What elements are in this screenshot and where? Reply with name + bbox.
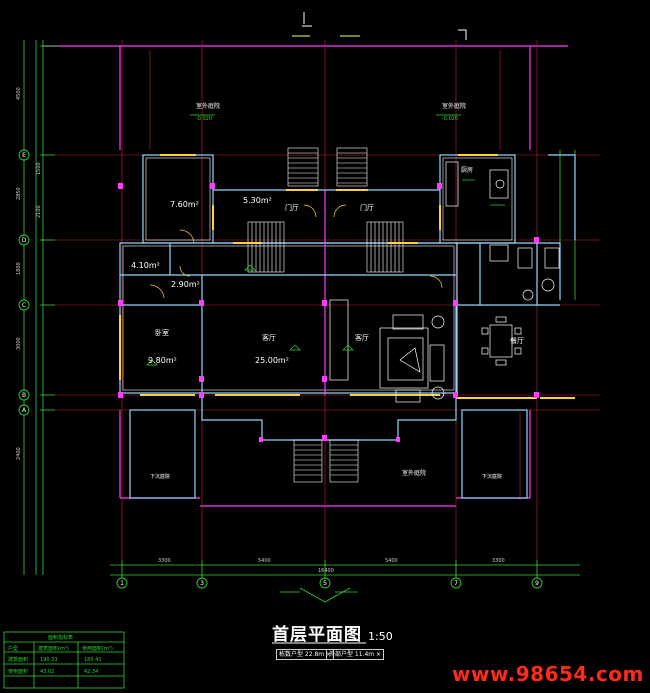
label-dining: 餐厅 [510, 336, 524, 345]
svg-text:2100: 2100 [36, 205, 42, 218]
windows [119, 154, 575, 399]
label-room-b: 4.10m² [131, 261, 160, 270]
axis-bubbles-bottom [116, 577, 543, 589]
label-door-right: 门厅 [360, 203, 374, 212]
svg-text:1800: 1800 [16, 262, 22, 275]
svg-text:16400: 16400 [318, 568, 334, 574]
legend-r2c1: 43.02 [40, 669, 54, 675]
sub-yard-top-right: -0.020 [442, 116, 458, 122]
dimension-bottom [110, 150, 580, 580]
svg-text:3000: 3000 [16, 337, 22, 350]
dim-1-3: 3300 [158, 558, 171, 564]
label-living-left: 客厅 [262, 333, 276, 342]
room-labels: 室外庭院 -0.020 室外庭院 -0.020 7.60m² 5.30m² 门厅… [131, 102, 524, 480]
info-left: 栋数户型 22.8m × [276, 649, 335, 660]
sub-bedroom: 9.80m² [148, 356, 177, 365]
legend-h1: 建筑面积(m²) [38, 645, 69, 652]
label-yard-top-right: 室外庭院 [442, 102, 466, 110]
label-kitchen: 厨房 [461, 166, 473, 174]
watermark-text: www.98654.com [452, 662, 644, 686]
legend-r1c0: 建筑面积 [8, 656, 28, 663]
area-legend-text: 面积指标表 户型 建筑面积(m²) 使用面积(m²) 建筑面积 190.33 1… [8, 634, 113, 675]
area-legend-table [3, 631, 125, 689]
stairs [247, 147, 404, 483]
axis-label-e: E [22, 152, 26, 159]
label-yard-bottom: 室外庭院 [402, 469, 426, 477]
doors [149, 204, 443, 299]
axis-label-1: 1 [120, 580, 124, 587]
legend-r2c0: 使用面积 [8, 668, 28, 675]
axis-label-7: 7 [454, 580, 458, 587]
label-room-a: 7.60m² [170, 200, 199, 209]
drawing-scale: 1:50 [368, 630, 393, 643]
label-bedroom: 卧室 [155, 328, 169, 337]
legend-h0: 户型 [8, 645, 18, 652]
info-right: 外部户型 11.4m × [326, 649, 385, 660]
dim-text: 3300 5400 5400 3300 16400 4500 2850 1800… [16, 87, 505, 574]
label-door-left: 门厅 [285, 203, 299, 212]
axis-labels-left: E D C B A [22, 152, 27, 414]
legend-r1c2: 180.41 [84, 657, 102, 663]
svg-text:1500: 1500 [36, 162, 42, 175]
axis-grid [43, 40, 600, 578]
axis-label-a: A [22, 407, 27, 414]
legend-r2c2: 42.34 [84, 669, 98, 675]
furniture [329, 161, 560, 403]
axis-label-5: 5 [323, 580, 327, 587]
north-mark [292, 12, 467, 40]
svg-text:4500: 4500 [16, 87, 22, 100]
svg-text:2400: 2400 [16, 447, 22, 460]
dimension-left [23, 40, 60, 575]
drawing-title: 首层平面图 [272, 625, 362, 645]
legend-title: 面积指标表 [48, 634, 73, 641]
label-garage-left: 下沉庭院 [150, 473, 170, 480]
dim-7-9: 3300 [492, 558, 505, 564]
bottom-markers [280, 587, 358, 603]
sub-yard-top-left: -0.020 [196, 116, 212, 122]
legend-h2: 使用面积(m²) [82, 645, 113, 652]
axis-labels-bottom: 1 3 5 7 9 [120, 580, 539, 587]
axis-label-9: 9 [535, 580, 539, 587]
label-room-c: 2.90m² [171, 280, 200, 289]
legend-r1c1: 190.33 [40, 657, 58, 663]
label-living-right: 客厅 [355, 333, 369, 342]
svg-text:2850: 2850 [16, 187, 22, 200]
axis-label-c: C [22, 302, 26, 309]
dim-5-7: 5400 [385, 558, 398, 564]
label-hall-top: 5.30m² [243, 196, 272, 205]
label-garage-right: 下沉庭院 [482, 473, 502, 480]
level-markers [146, 114, 505, 366]
axis-label-3: 3 [200, 580, 204, 587]
axis-label-b: B [22, 392, 26, 399]
axis-label-d: D [22, 237, 27, 244]
label-yard-top-left: 室外庭院 [196, 102, 220, 110]
axis-bubbles-left [18, 149, 30, 416]
columns [118, 183, 539, 442]
dim-3-5: 5400 [258, 558, 271, 564]
sub-living-left: 25.00m² [255, 356, 289, 365]
